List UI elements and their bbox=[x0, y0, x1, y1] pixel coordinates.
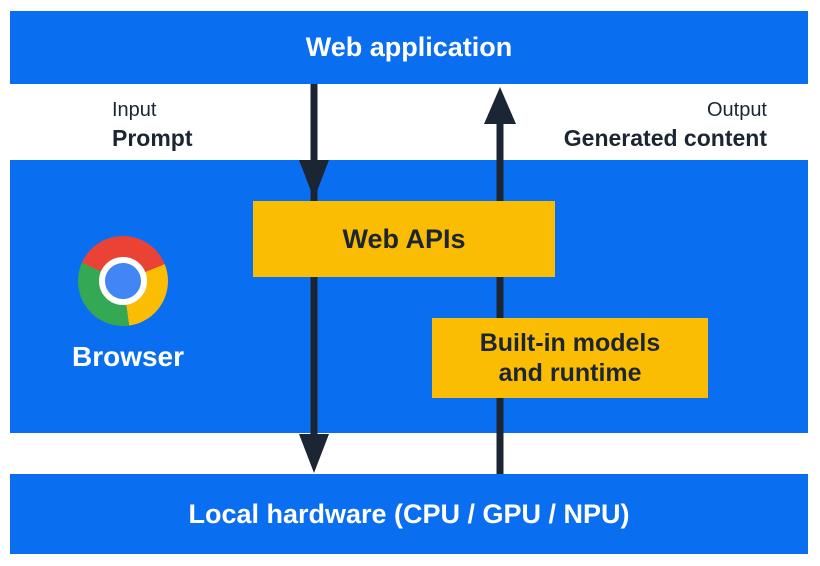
built-in-models-box: Built-in models and runtime bbox=[432, 318, 708, 398]
web-application-bar: Web application bbox=[10, 11, 808, 84]
web-apis-label: Web APIs bbox=[342, 223, 466, 254]
local-hardware-bar: Local hardware (CPU / GPU / NPU) bbox=[10, 474, 808, 554]
browser-label: Browser bbox=[71, 341, 185, 372]
built-in-models-label-line2: and runtime bbox=[498, 359, 642, 387]
output-annotation: Output Generated content bbox=[564, 99, 767, 152]
output-heading: Output bbox=[706, 99, 767, 121]
prompt-label: Prompt bbox=[112, 125, 193, 151]
built-in-models-label-line1: Built-in models bbox=[479, 328, 661, 357]
chrome-browser-icon bbox=[78, 236, 168, 326]
local-hardware-label: Local hardware (CPU / GPU / NPU) bbox=[188, 498, 630, 529]
web-apis-box: Web APIs bbox=[253, 201, 555, 277]
chrome-icon-center bbox=[99, 257, 147, 305]
generated-content-label: Generated content bbox=[563, 125, 767, 151]
input-annotation: Input Prompt bbox=[112, 99, 193, 152]
input-heading: Input bbox=[112, 99, 157, 121]
web-application-label: Web application bbox=[305, 32, 513, 62]
